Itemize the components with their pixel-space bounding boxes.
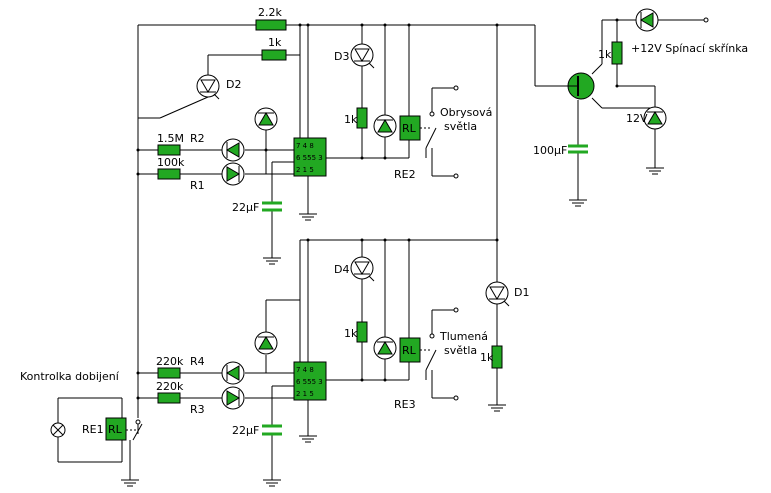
led-spinaci [635, 8, 659, 32]
ground-1 [263, 257, 281, 265]
label-r-trans: 1k [598, 48, 612, 61]
ground-7 [299, 435, 317, 443]
label-r-d1: 1k [480, 351, 494, 364]
led-d2 [196, 74, 220, 100]
svg-text:2 1 5: 2 1 5 [296, 166, 314, 174]
svg-text:6 555 3: 6 555 3 [296, 154, 323, 162]
label-r2-name: R2 [190, 132, 205, 145]
led-upper [254, 107, 278, 131]
ground-6 [263, 479, 281, 487]
label-r-d3: 1k [344, 113, 358, 126]
label-obrysova-1: Obrysová [440, 106, 492, 119]
relay-coil-1 [105, 417, 127, 441]
ground-3 [646, 167, 664, 175]
resistor-r3 [157, 392, 181, 404]
label-d4: D4 [334, 263, 349, 276]
resistor-2k2 [255, 19, 287, 31]
label-c100: 100µF [533, 144, 567, 157]
label-r3-name: R3 [190, 403, 205, 416]
resistor-d3 [356, 107, 368, 129]
label-r-d4: 1k [344, 327, 358, 340]
label-r4-val: 220k [156, 355, 184, 368]
ground-8 [121, 479, 139, 487]
led-d1 [485, 281, 510, 307]
resistor-d2 [261, 49, 287, 61]
capacitor-c1 [262, 201, 282, 212]
ic-555-2: 7 4 8 6 555 3 2 1 5 [293, 361, 327, 401]
label-tlumena-1: Tlumená [439, 330, 488, 343]
label-re2: RE2 [394, 168, 416, 181]
label-r3-val: 220k [156, 380, 184, 393]
led-relay2 [373, 114, 397, 138]
wires [57, 18, 706, 480]
led-r4 [221, 361, 245, 385]
label-d1: D1 [514, 286, 529, 299]
resistor-r1 [157, 168, 181, 180]
label-d3: D3 [334, 50, 349, 63]
led-lower [254, 331, 278, 355]
label-tlumena-2: světla [444, 344, 477, 357]
resistor-d1 [491, 345, 503, 369]
svg-text:6 555 3: 6 555 3 [296, 378, 323, 386]
label-rl1: RL [108, 423, 123, 436]
led-d4 [350, 256, 375, 282]
label-d2: D2 [226, 78, 241, 91]
lamp-icon [50, 422, 66, 438]
resistor-trans [611, 41, 623, 65]
svg-text:7 4 8: 7 4 8 [296, 142, 314, 150]
label-re3: RE3 [394, 398, 416, 411]
label-kontrolka: Kontrolka dobijení [20, 370, 120, 383]
label-c2: 22µF [232, 424, 259, 437]
svg-text:2 1 5: 2 1 5 [296, 390, 314, 398]
label-r2-val: 1.5M [157, 132, 184, 145]
label-spinaci: +12V Spínací skřínka [631, 42, 748, 55]
resistor-r2 [157, 144, 181, 156]
resistor-d4 [356, 321, 368, 343]
capacitor-100 [568, 144, 588, 154]
ic-555-1: 7 4 8 6 555 3 2 1 5 [293, 137, 327, 177]
label-r-d2: 1k [268, 36, 282, 49]
label-re1: RE1 [82, 423, 104, 436]
label-r1-val: 100k [157, 156, 185, 169]
resistor-r4 [157, 367, 181, 379]
led-r1 [221, 162, 245, 186]
label-rl3: RL [402, 344, 417, 357]
ground-2 [299, 213, 317, 221]
led-relay3 [373, 336, 397, 360]
led-d3 [350, 43, 375, 69]
label-12v: 12V [626, 112, 648, 125]
label-r-top: 2.2k [258, 6, 282, 19]
label-obrysova-2: světla [444, 120, 477, 133]
label-c1: 22µF [232, 201, 259, 214]
label-rl2: RL [402, 122, 417, 135]
label-r4-name: R4 [190, 355, 205, 368]
zener-12v [643, 106, 667, 130]
led-r2 [221, 138, 245, 162]
ground-4 [569, 199, 587, 207]
ground-5 [488, 404, 506, 412]
label-r1-name: R1 [190, 179, 205, 192]
led-r3 [221, 386, 245, 410]
capacitor-c2 [262, 424, 282, 436]
transistor [567, 72, 595, 100]
svg-text:7 4 8: 7 4 8 [296, 366, 314, 374]
